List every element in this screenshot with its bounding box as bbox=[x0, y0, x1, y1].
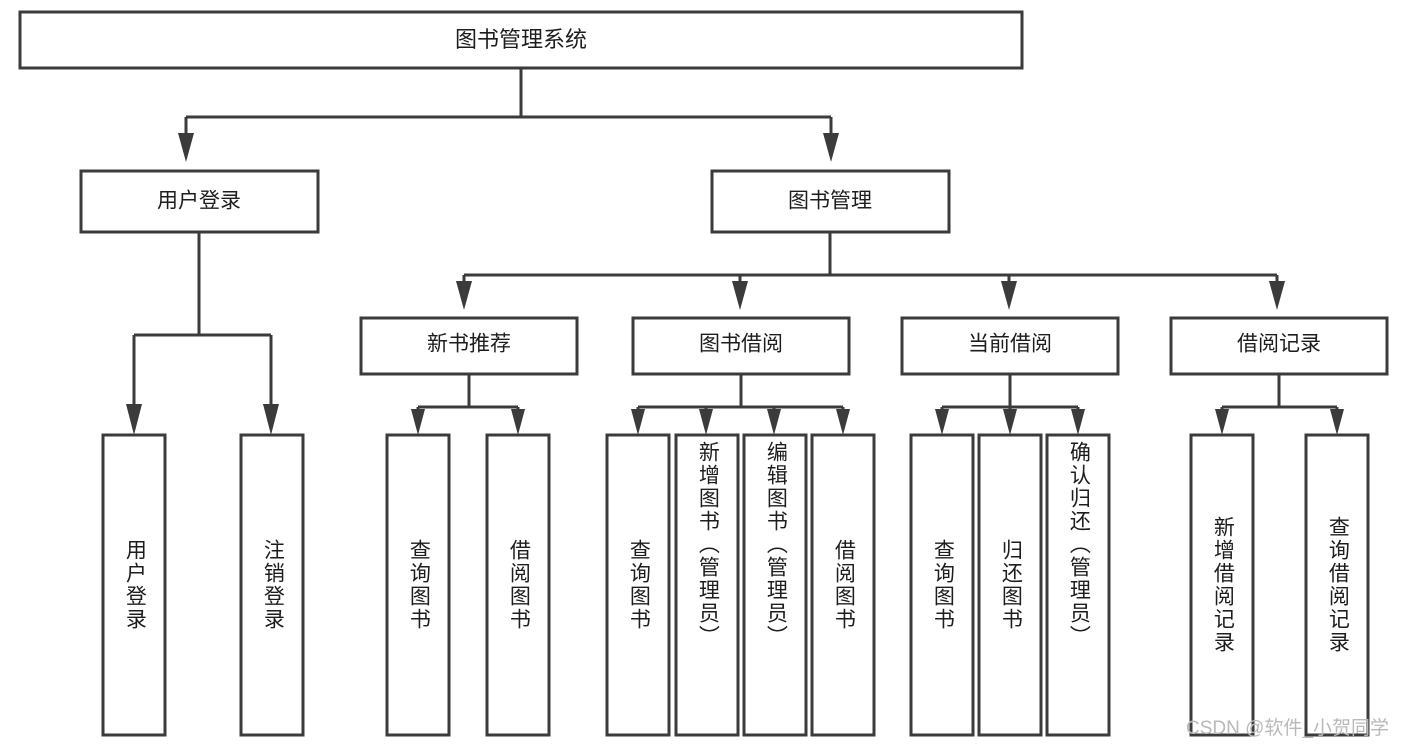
arrow-head-leaf-return-book bbox=[1003, 409, 1017, 435]
node-new-book-recommend[interactable]: 新书推荐 bbox=[359, 316, 579, 376]
arrow-head-leaf-query-record bbox=[1330, 409, 1344, 435]
node-current-borrow-label: 当前借阅 bbox=[968, 333, 1052, 356]
leaf-box-return-book[interactable] bbox=[977, 433, 1043, 737]
node-current-borrow[interactable]: 当前借阅 bbox=[900, 316, 1120, 376]
arrow-head-leaf-edit-book bbox=[767, 409, 781, 435]
arrow-head-leaf-query-book-2 bbox=[631, 409, 645, 435]
connector-borrow-record-to-leaves bbox=[1215, 374, 1344, 435]
arrow-head-borrow-record bbox=[1269, 281, 1285, 310]
node-book-borrow[interactable]: 图书借阅 bbox=[631, 316, 851, 376]
leaf-box-query-book-2[interactable] bbox=[605, 433, 671, 737]
connector-new-book-to-leaves bbox=[411, 374, 525, 435]
node-root[interactable]: 图书管理系统 bbox=[18, 10, 1024, 70]
leaf-box-borrow-book-1[interactable] bbox=[485, 433, 551, 737]
leaf-box-query-book-1[interactable] bbox=[385, 433, 451, 737]
node-root-label: 图书管理系统 bbox=[455, 27, 587, 52]
node-user-login-box bbox=[79, 169, 320, 234]
node-user-login-label: 用户登录 bbox=[157, 190, 241, 213]
csdn-watermark: CSDN @软件_小贺同学 bbox=[1186, 718, 1389, 739]
arrow-head-leaf-add-book bbox=[699, 409, 713, 435]
arrow-head-leaf-query-book-3 bbox=[935, 409, 949, 435]
connector-user-login-to-leaves bbox=[126, 232, 279, 435]
arrow-head-user-login bbox=[178, 133, 194, 162]
leaf-box-add-record[interactable] bbox=[1189, 433, 1255, 737]
node-root-box bbox=[18, 10, 1024, 70]
arrow-head-leaf-borrow-book-2 bbox=[836, 409, 850, 435]
arrow-head-leaf-confirm-return bbox=[1071, 409, 1085, 435]
arrow-head-leaf-query-book-1 bbox=[411, 409, 425, 435]
node-borrow-record[interactable]: 借阅记录 bbox=[1169, 316, 1389, 376]
node-borrow-record-label: 借阅记录 bbox=[1237, 333, 1321, 356]
connector-book-borrow-to-leaves bbox=[631, 374, 850, 435]
connector-root-to-level1 bbox=[178, 68, 839, 162]
leaf-box-edit-book[interactable] bbox=[742, 433, 808, 737]
connector-current-borrow-to-leaves bbox=[935, 374, 1085, 435]
node-new-book-recommend-label: 新书推荐 bbox=[427, 333, 511, 356]
leaf-box-query-record[interactable] bbox=[1304, 433, 1370, 737]
node-book-borrow-label: 图书借阅 bbox=[699, 333, 783, 356]
arrow-head-leaf-logout bbox=[263, 404, 279, 435]
leaf-box-user-login[interactable] bbox=[101, 433, 167, 737]
arrow-head-book-borrow bbox=[732, 281, 748, 310]
leaf-box-add-book[interactable] bbox=[674, 433, 740, 737]
node-current-borrow-box bbox=[900, 316, 1120, 376]
node-book-manage[interactable]: 图书管理 bbox=[710, 169, 951, 234]
arrow-head-leaf-user-login bbox=[126, 404, 142, 435]
leaf-box-logout[interactable] bbox=[239, 433, 305, 737]
arrow-head-new-book bbox=[456, 281, 472, 310]
leaf-box-confirm-return[interactable] bbox=[1045, 433, 1111, 737]
leaf-box-query-book-3[interactable] bbox=[909, 433, 975, 737]
node-book-manage-label: 图书管理 bbox=[788, 190, 872, 213]
arrow-head-leaf-add-record bbox=[1215, 409, 1229, 435]
arrow-head-current-borrow bbox=[1001, 281, 1017, 310]
node-user-login[interactable]: 用户登录 bbox=[79, 169, 320, 234]
arrow-head-leaf-borrow-book-1 bbox=[511, 409, 525, 435]
node-new-book-recommend-box bbox=[359, 316, 579, 376]
leaf-box-borrow-book-2[interactable] bbox=[810, 433, 876, 737]
connector-book-manage-to-level2 bbox=[456, 232, 1285, 310]
arrow-head-book-manage bbox=[823, 133, 839, 162]
